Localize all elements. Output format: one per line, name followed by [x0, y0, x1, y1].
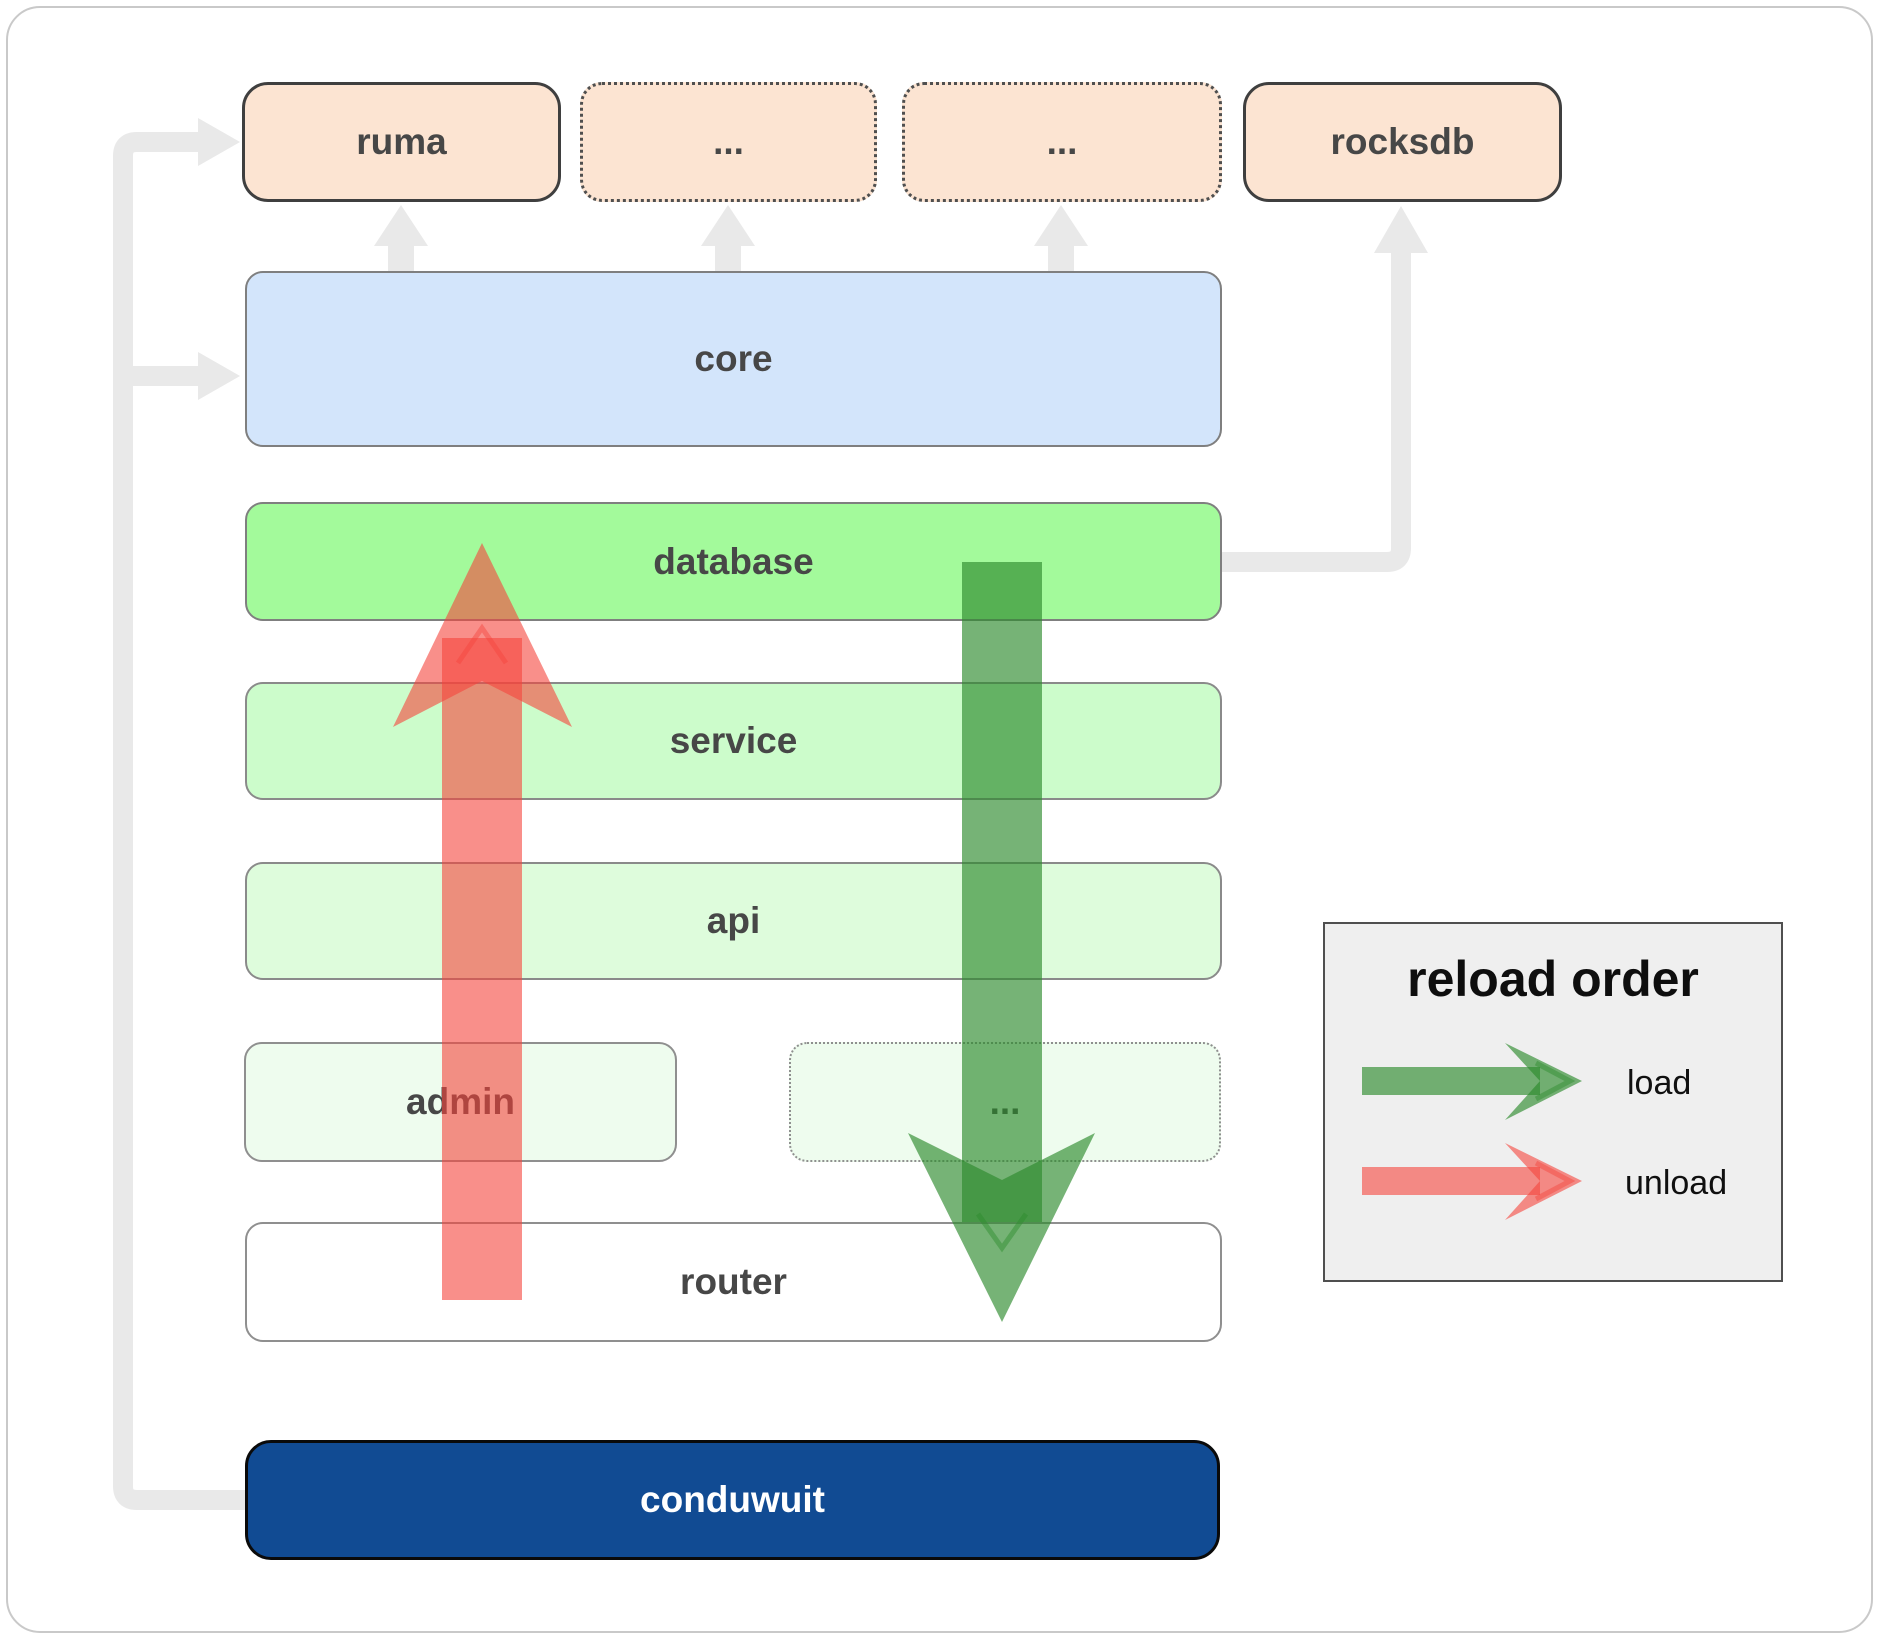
node-core: core: [245, 271, 1222, 447]
node-ellipsis-top-1-label: ...: [713, 121, 744, 162]
node-api-label: api: [706, 900, 761, 941]
node-ellipsis-bottom-label: ...: [989, 1081, 1021, 1122]
legend-title: reload order: [1407, 951, 1699, 1007]
diagram-border: [6, 6, 1873, 1633]
legend-unload-label: unload: [1625, 1164, 1728, 1202]
legend-reload-order: reload order load unload: [1323, 922, 1783, 1282]
node-conduwuit: conduwuit: [245, 1440, 1220, 1560]
node-ellipsis-top-2: ...: [902, 82, 1222, 202]
node-admin: admin: [244, 1042, 677, 1162]
node-admin-label: admin: [406, 1081, 515, 1122]
node-router-label: router: [680, 1261, 787, 1302]
node-api: api: [245, 862, 1222, 980]
node-router: router: [245, 1222, 1222, 1342]
node-conduwuit-label: conduwuit: [640, 1479, 825, 1520]
node-service-label: service: [669, 720, 798, 761]
node-service: service: [245, 682, 1222, 800]
node-ruma-label: ruma: [356, 121, 447, 162]
node-rocksdb-label: rocksdb: [1330, 121, 1475, 162]
node-ellipsis-bottom: ...: [789, 1042, 1221, 1162]
node-database: database: [245, 502, 1222, 621]
legend-load-label: load: [1627, 1064, 1692, 1102]
node-rocksdb: rocksdb: [1243, 82, 1562, 202]
node-core-label: core: [694, 338, 773, 379]
node-ruma: ruma: [242, 82, 561, 202]
node-database-label: database: [653, 540, 814, 582]
node-ellipsis-top-2-label: ...: [1046, 121, 1078, 162]
node-ellipsis-top-1: ...: [580, 82, 877, 202]
